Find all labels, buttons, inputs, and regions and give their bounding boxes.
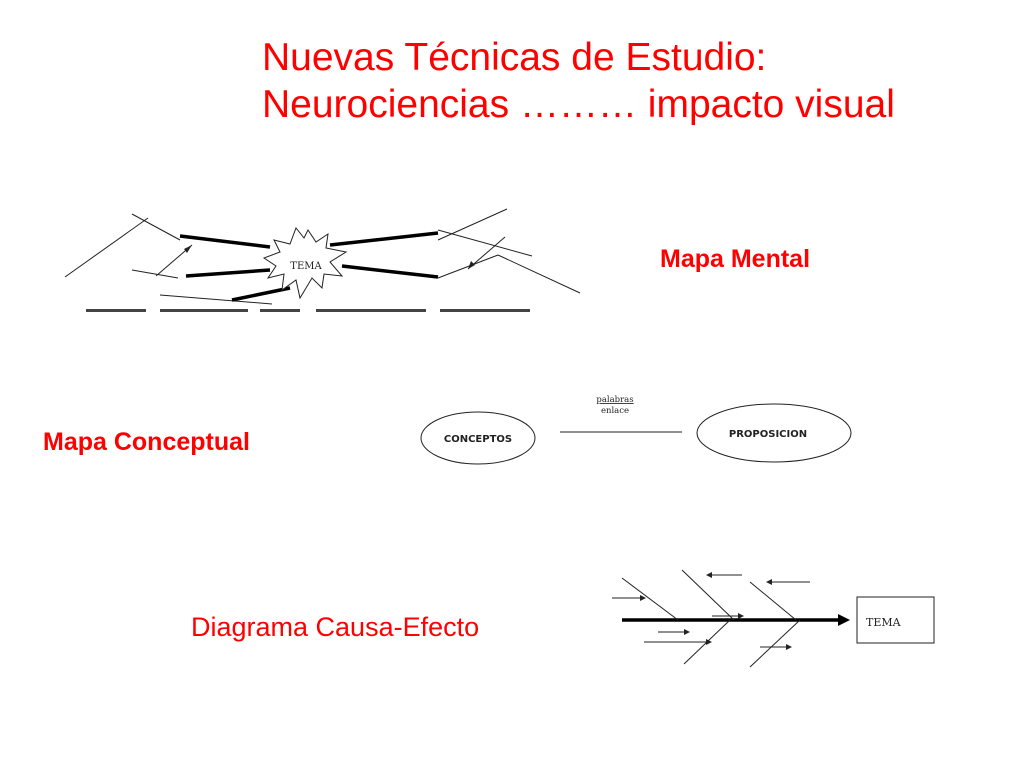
mind-map-branch (497, 254, 581, 294)
arrowhead (184, 245, 192, 253)
mind-map-main-branch (179, 234, 271, 249)
title-line-2: Neurociencias ……… impacto visual (262, 83, 895, 126)
cause-effect-label: Diagrama Causa-Efecto (191, 612, 480, 642)
fishbone-bone (621, 577, 679, 621)
mind-map-branch (131, 213, 181, 241)
link-words-line-2: enlace (601, 406, 629, 416)
arrowhead (640, 595, 646, 601)
arrowhead (684, 629, 690, 635)
mind-map-branch (131, 269, 179, 279)
cut-off-text (316, 309, 426, 312)
arrowhead (738, 613, 744, 619)
cut-off-text (86, 309, 146, 312)
concept-node-right (696, 403, 852, 463)
slide-title: Nuevas Técnicas de Estudio: Neurociencia… (262, 34, 1022, 128)
fishbone-bone (749, 619, 801, 668)
spine-arrowhead (838, 614, 850, 626)
cut-off-text (260, 309, 300, 312)
mind-map-main-branch (185, 268, 271, 278)
mind-map-main-branch (231, 286, 291, 302)
mind-map-branch (64, 217, 149, 278)
arrowhead (766, 579, 772, 585)
fishbone-head-text: TEMA (866, 616, 902, 629)
mind-map-branch (159, 294, 273, 305)
mind-map-diagram: TEMA (64, 208, 581, 312)
mind-map-main-branch (329, 231, 439, 247)
concept-map-label: Mapa Conceptual (43, 428, 250, 456)
mind-map-center-burst (262, 227, 348, 300)
concept-node-right-text: PROPOSICION (729, 429, 807, 440)
mind-map-branch (437, 208, 508, 241)
mind-map-main-branch (341, 264, 439, 279)
mind-map-center-text: TEMA (290, 261, 322, 272)
arrowhead (468, 261, 475, 269)
mind-map-label: Mapa Mental (660, 245, 811, 273)
arrowhead (706, 639, 712, 645)
cut-off-text (440, 309, 530, 312)
concept-node-left-text: CONCEPTOS (444, 434, 512, 445)
cut-off-text (160, 309, 248, 312)
title-line-1: Nuevas Técnicas de Estudio: (262, 36, 767, 79)
fishbone-head-box (856, 596, 935, 644)
fishbone-bone (681, 569, 735, 621)
mind-map-branch (437, 229, 533, 257)
cause-effect-diagram: TEMA (612, 569, 935, 668)
arrowhead (706, 572, 712, 578)
link-words-line-1: palabras (596, 395, 633, 405)
concept-map-diagram: CONCEPTOS palabras enlace PROPOSICION (420, 395, 852, 465)
mind-map-branch (437, 254, 499, 279)
mind-map-arrow (467, 236, 506, 270)
arrowhead (786, 644, 792, 650)
concept-node-left (420, 411, 536, 465)
fishbone-bone (749, 581, 797, 621)
